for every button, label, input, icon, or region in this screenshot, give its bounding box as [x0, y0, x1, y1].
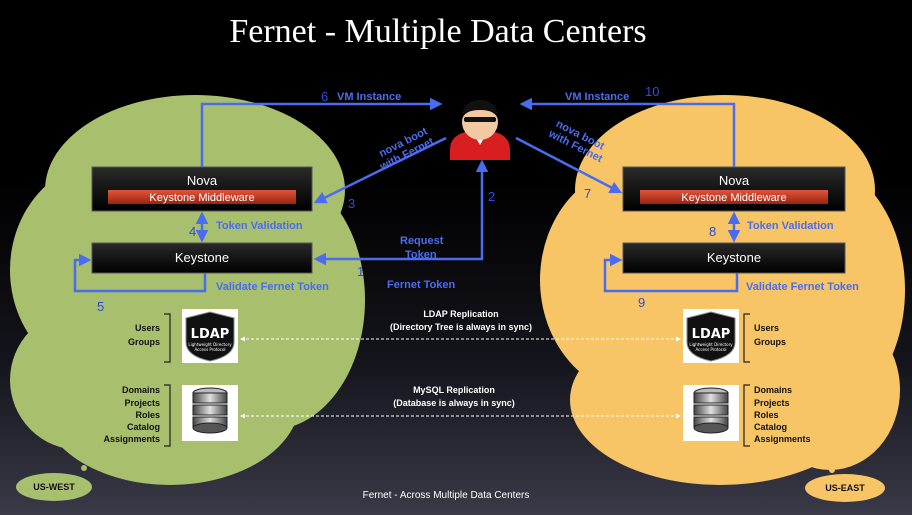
west-keystone-box	[91, 242, 313, 274]
west-ldap-entity: Groups	[128, 337, 160, 347]
west-ldap-logo-icon: LDAP Lightweight Directory Access Protoc…	[182, 309, 238, 363]
svg-text:Access Protocol: Access Protocol	[695, 347, 726, 352]
page-title: Fernet - Multiple Data Centers	[229, 13, 646, 50]
east-validate-fernet-label: Validate Fernet Token	[746, 281, 859, 293]
west-database-icon	[182, 385, 238, 441]
west-db-entity: Roles	[135, 410, 160, 420]
svg-text:LDAP: LDAP	[692, 327, 731, 342]
west-keystone-label: Keystone	[175, 250, 229, 265]
east-db-entity: Projects	[754, 398, 790, 408]
mysql-replication-note: (Database is always in sync)	[393, 398, 515, 408]
east-ldap-brace	[743, 313, 750, 363]
east-db-entity: Assignments	[754, 434, 811, 444]
east-ldap-entity: Users	[754, 323, 779, 333]
west-vm-label: VM Instance	[337, 91, 401, 103]
east-db-entity: Catalog	[754, 422, 787, 432]
diagram-caption: Fernet - Across Multiple Data Centers	[363, 490, 530, 501]
west-nova-label: Nova	[187, 173, 218, 188]
west-request-token-arrow	[313, 159, 489, 266]
west-token-validation-label: Token Validation	[216, 220, 303, 232]
svg-text:Lightweight Directory: Lightweight Directory	[689, 342, 733, 347]
west-step-validation: 4	[189, 224, 196, 239]
east-db-entity: Domains	[754, 385, 792, 395]
user-avatar-icon	[450, 100, 510, 160]
west-middleware-label: Keystone Middleware	[149, 192, 254, 204]
east-middleware-label: Keystone Middleware	[681, 192, 786, 204]
west-step-request: 2	[488, 189, 495, 204]
west-ldap-brace	[164, 313, 171, 363]
west-middleware-bar	[108, 190, 296, 204]
east-step-boot: 7	[584, 186, 591, 201]
west-validate-loop	[73, 253, 207, 293]
svg-text:Lightweight Directory: Lightweight Directory	[188, 342, 232, 347]
west-step-validate: 5	[97, 299, 104, 314]
west-fernet-token-label: Fernet Token	[387, 279, 456, 291]
east-db-brace	[743, 384, 750, 447]
east-nova-label: Nova	[719, 173, 750, 188]
west-step-vm: 6	[321, 89, 328, 104]
west-db-entity: Assignments	[103, 434, 160, 444]
east-boot-arrow	[515, 136, 623, 194]
svg-text:Access Protocol: Access Protocol	[194, 347, 225, 352]
svg-text:LDAP: LDAP	[191, 327, 230, 342]
west-request-label-1: Request	[400, 235, 444, 247]
west-vm-arrow	[200, 97, 443, 167]
east-keystone-label: Keystone	[707, 250, 761, 265]
west-db-entity: Catalog	[127, 422, 160, 432]
us-east-label: US-EAST	[825, 483, 865, 493]
west-db-entity: Projects	[124, 398, 160, 408]
east-middleware-bar	[640, 190, 828, 204]
east-token-validation-label: Token Validation	[747, 220, 834, 232]
east-ldap-entity: Groups	[754, 337, 786, 347]
east-vm-label: VM Instance	[565, 91, 629, 103]
east-database-icon	[683, 385, 739, 441]
ldap-replication-title: LDAP Replication	[423, 309, 498, 319]
west-ldap-entity: Users	[135, 323, 160, 333]
west-validate-fernet-label: Validate Fernet Token	[216, 281, 329, 293]
east-db-entity: Roles	[754, 410, 779, 420]
east-ldap-logo-icon: LDAP Lightweight Directory Access Protoc…	[683, 309, 739, 363]
mysql-replication-title: MySQL Replication	[413, 385, 495, 395]
west-step-token: 1	[357, 264, 364, 279]
west-boot-label: nova boot with Fernet	[377, 125, 436, 173]
west-db-brace	[164, 384, 171, 447]
east-keystone-box	[622, 242, 846, 274]
east-step-validate: 9	[638, 295, 645, 310]
east-step-vm: 10	[645, 84, 659, 99]
west-step-boot: 3	[348, 196, 355, 211]
ldap-replication-note: (Directory Tree is always in sync)	[390, 322, 532, 332]
west-request-label-2: Token	[405, 249, 437, 261]
us-west-label: US-WEST	[33, 482, 75, 492]
east-validate-loop	[603, 253, 739, 293]
east-step-validation: 8	[709, 224, 716, 239]
west-db-entity: Domains	[122, 385, 160, 395]
east-vm-arrow	[519, 97, 736, 167]
